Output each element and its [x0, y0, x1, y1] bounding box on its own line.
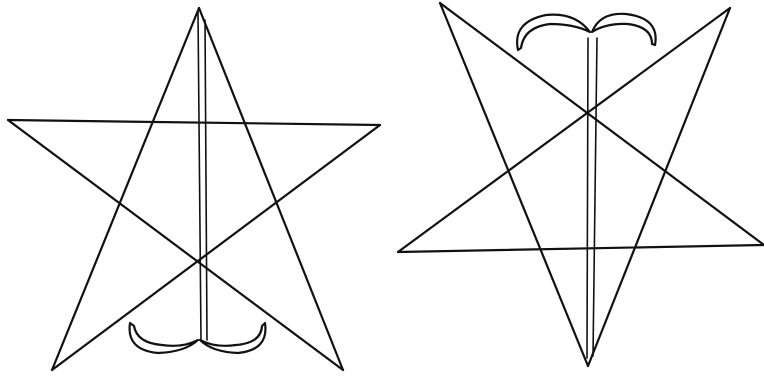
star-edge [588, 8, 730, 366]
upright-anchor [130, 12, 266, 353]
upright-pentagram-star [8, 8, 380, 370]
anchor-fluke-right [200, 323, 265, 353]
anchor-shank [198, 12, 207, 340]
upright-pentagram-figure [8, 8, 380, 370]
anchor-fluke-left [517, 15, 590, 50]
inverted-anchor [517, 14, 656, 358]
inverted-pentagram-figure [398, 3, 764, 366]
star-edge [8, 120, 380, 125]
star-edge [398, 245, 764, 252]
star-edge [398, 8, 730, 252]
anchor-fluke-right [592, 14, 656, 45]
anchor-shank [587, 38, 597, 358]
anchor-fluke-left [130, 323, 198, 353]
inverted-pentagram-star [398, 3, 764, 366]
